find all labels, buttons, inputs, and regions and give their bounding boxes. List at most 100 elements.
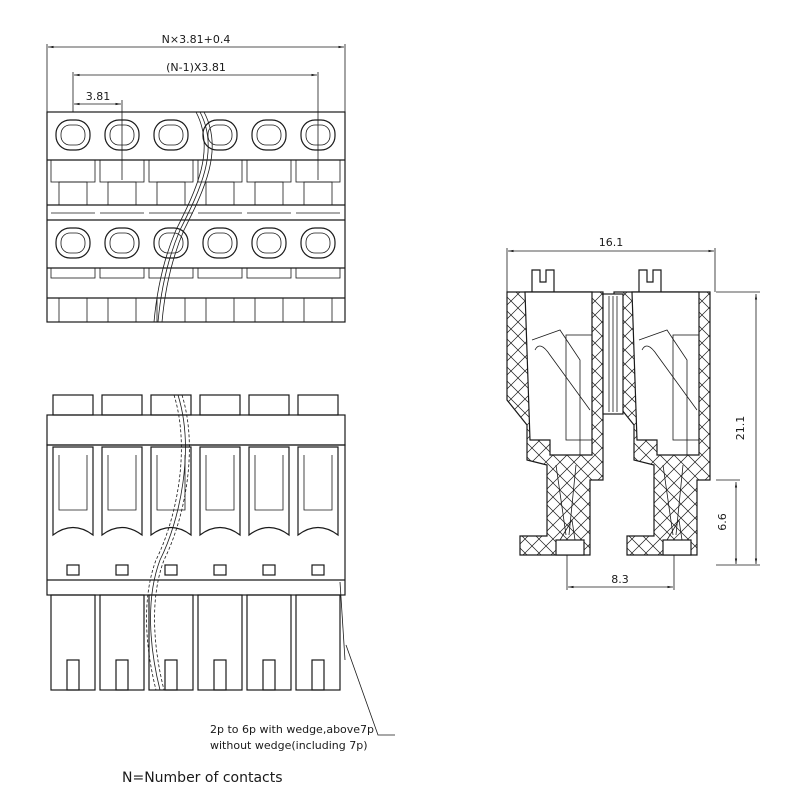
screw-opening-inner [207,232,233,254]
screw-opening [153,227,189,259]
screw-opening [202,119,238,151]
wire-entry-inner [205,455,235,511]
top-pole [148,119,194,323]
clamp-slot [254,181,284,206]
clamp-slot [99,267,145,279]
lower-notch [156,297,186,323]
wire-entry-inner [156,455,186,511]
spring-clamp [638,329,688,455]
clamp-slot [246,267,292,279]
front-pole [246,394,292,691]
pin-foot [555,539,585,556]
wire-entry-window [248,446,290,537]
pin-housing [99,594,145,691]
front-pole [148,394,194,691]
contact-box [672,334,700,441]
top-tab [297,394,339,416]
screw-opening-inner [158,232,184,254]
top-pole [246,119,292,323]
clamp-slot [246,159,292,183]
front-view-top-band [46,414,346,446]
pin-slot [66,659,80,691]
note-line-2: without wedge(including 7p) [210,739,368,752]
pin-housing [246,594,292,691]
wire-entry-window [101,446,143,537]
wire-entry-inner [254,455,284,511]
pin-housing [295,594,341,691]
screw-opening [251,119,287,151]
overall-width-label: N×3.81+0.4 [162,33,231,46]
lower-notch [107,297,137,323]
release-square [115,564,129,576]
clamp-slot [50,267,96,279]
screw-opening [55,119,91,151]
pitch-label: 3.81 [86,90,111,103]
pin-slot [164,659,178,691]
screw-opening-inner [305,232,331,254]
contact-cavity [524,291,593,456]
side-section [506,269,604,556]
lower-notch [205,297,235,323]
screw-opening [104,227,140,259]
screw-opening [104,119,140,151]
note-line-1: 2p to 6p with wedge,above7p [210,723,374,736]
release-square [262,564,276,576]
front-view: 2p to 6p with wedge,above7p without wedg… [46,394,395,786]
wire-entry-inner [303,455,333,511]
top-pole [295,119,341,323]
pin-slot [311,659,325,691]
screw-opening [202,227,238,259]
top-tab [199,394,241,416]
side-section [613,269,711,556]
top-pole [197,119,243,323]
front-pole [99,394,145,691]
clamp-slot [303,181,333,206]
contact-cavity [631,291,700,456]
screw-opening-inner [207,124,233,146]
release-square [311,564,325,576]
screw-opening [153,119,189,151]
clamp-slot [197,267,243,279]
top-tab [150,394,192,416]
front-pole [197,394,243,691]
clamp-slot [50,159,96,183]
pin-slot [213,659,227,691]
spring-clamp [531,329,581,455]
front-pole [50,394,96,691]
side-height-label: 21.1 [734,416,747,441]
clamp-slot [148,159,194,183]
lower-notch [303,297,333,323]
screw-opening [251,227,287,259]
note-leader-line [345,644,395,736]
wire-entry-inner [58,455,88,511]
release-square [213,564,227,576]
wire-entry-window [150,446,192,537]
wire-entry-window [199,446,241,537]
screw-opening [300,119,336,151]
pin-slot [115,659,129,691]
spring-arm [641,345,698,411]
release-square [164,564,178,576]
side-view: 16.1 21.1 6.6 8.3 [506,236,760,590]
pin-housing [50,594,96,691]
wire-entry-window [297,446,339,537]
screw-opening-inner [158,124,184,146]
screw-opening [55,227,91,259]
pin-housing [197,594,243,691]
screw-opening-inner [109,232,135,254]
clamp-slot [205,181,235,206]
top-view-outline [46,111,346,323]
screw-opening-inner [60,124,86,146]
screw-head [531,269,555,292]
legend-text: N=Number of contacts [122,770,283,786]
screw-opening-inner [305,124,331,146]
contact-box [565,334,593,441]
side-width-label: 16.1 [599,236,624,249]
release-square [66,564,80,576]
top-pole [50,119,96,323]
screw-opening [300,227,336,259]
top-pole [99,119,145,323]
spring-arm [534,345,591,411]
pin-height-label: 6.6 [716,513,729,531]
